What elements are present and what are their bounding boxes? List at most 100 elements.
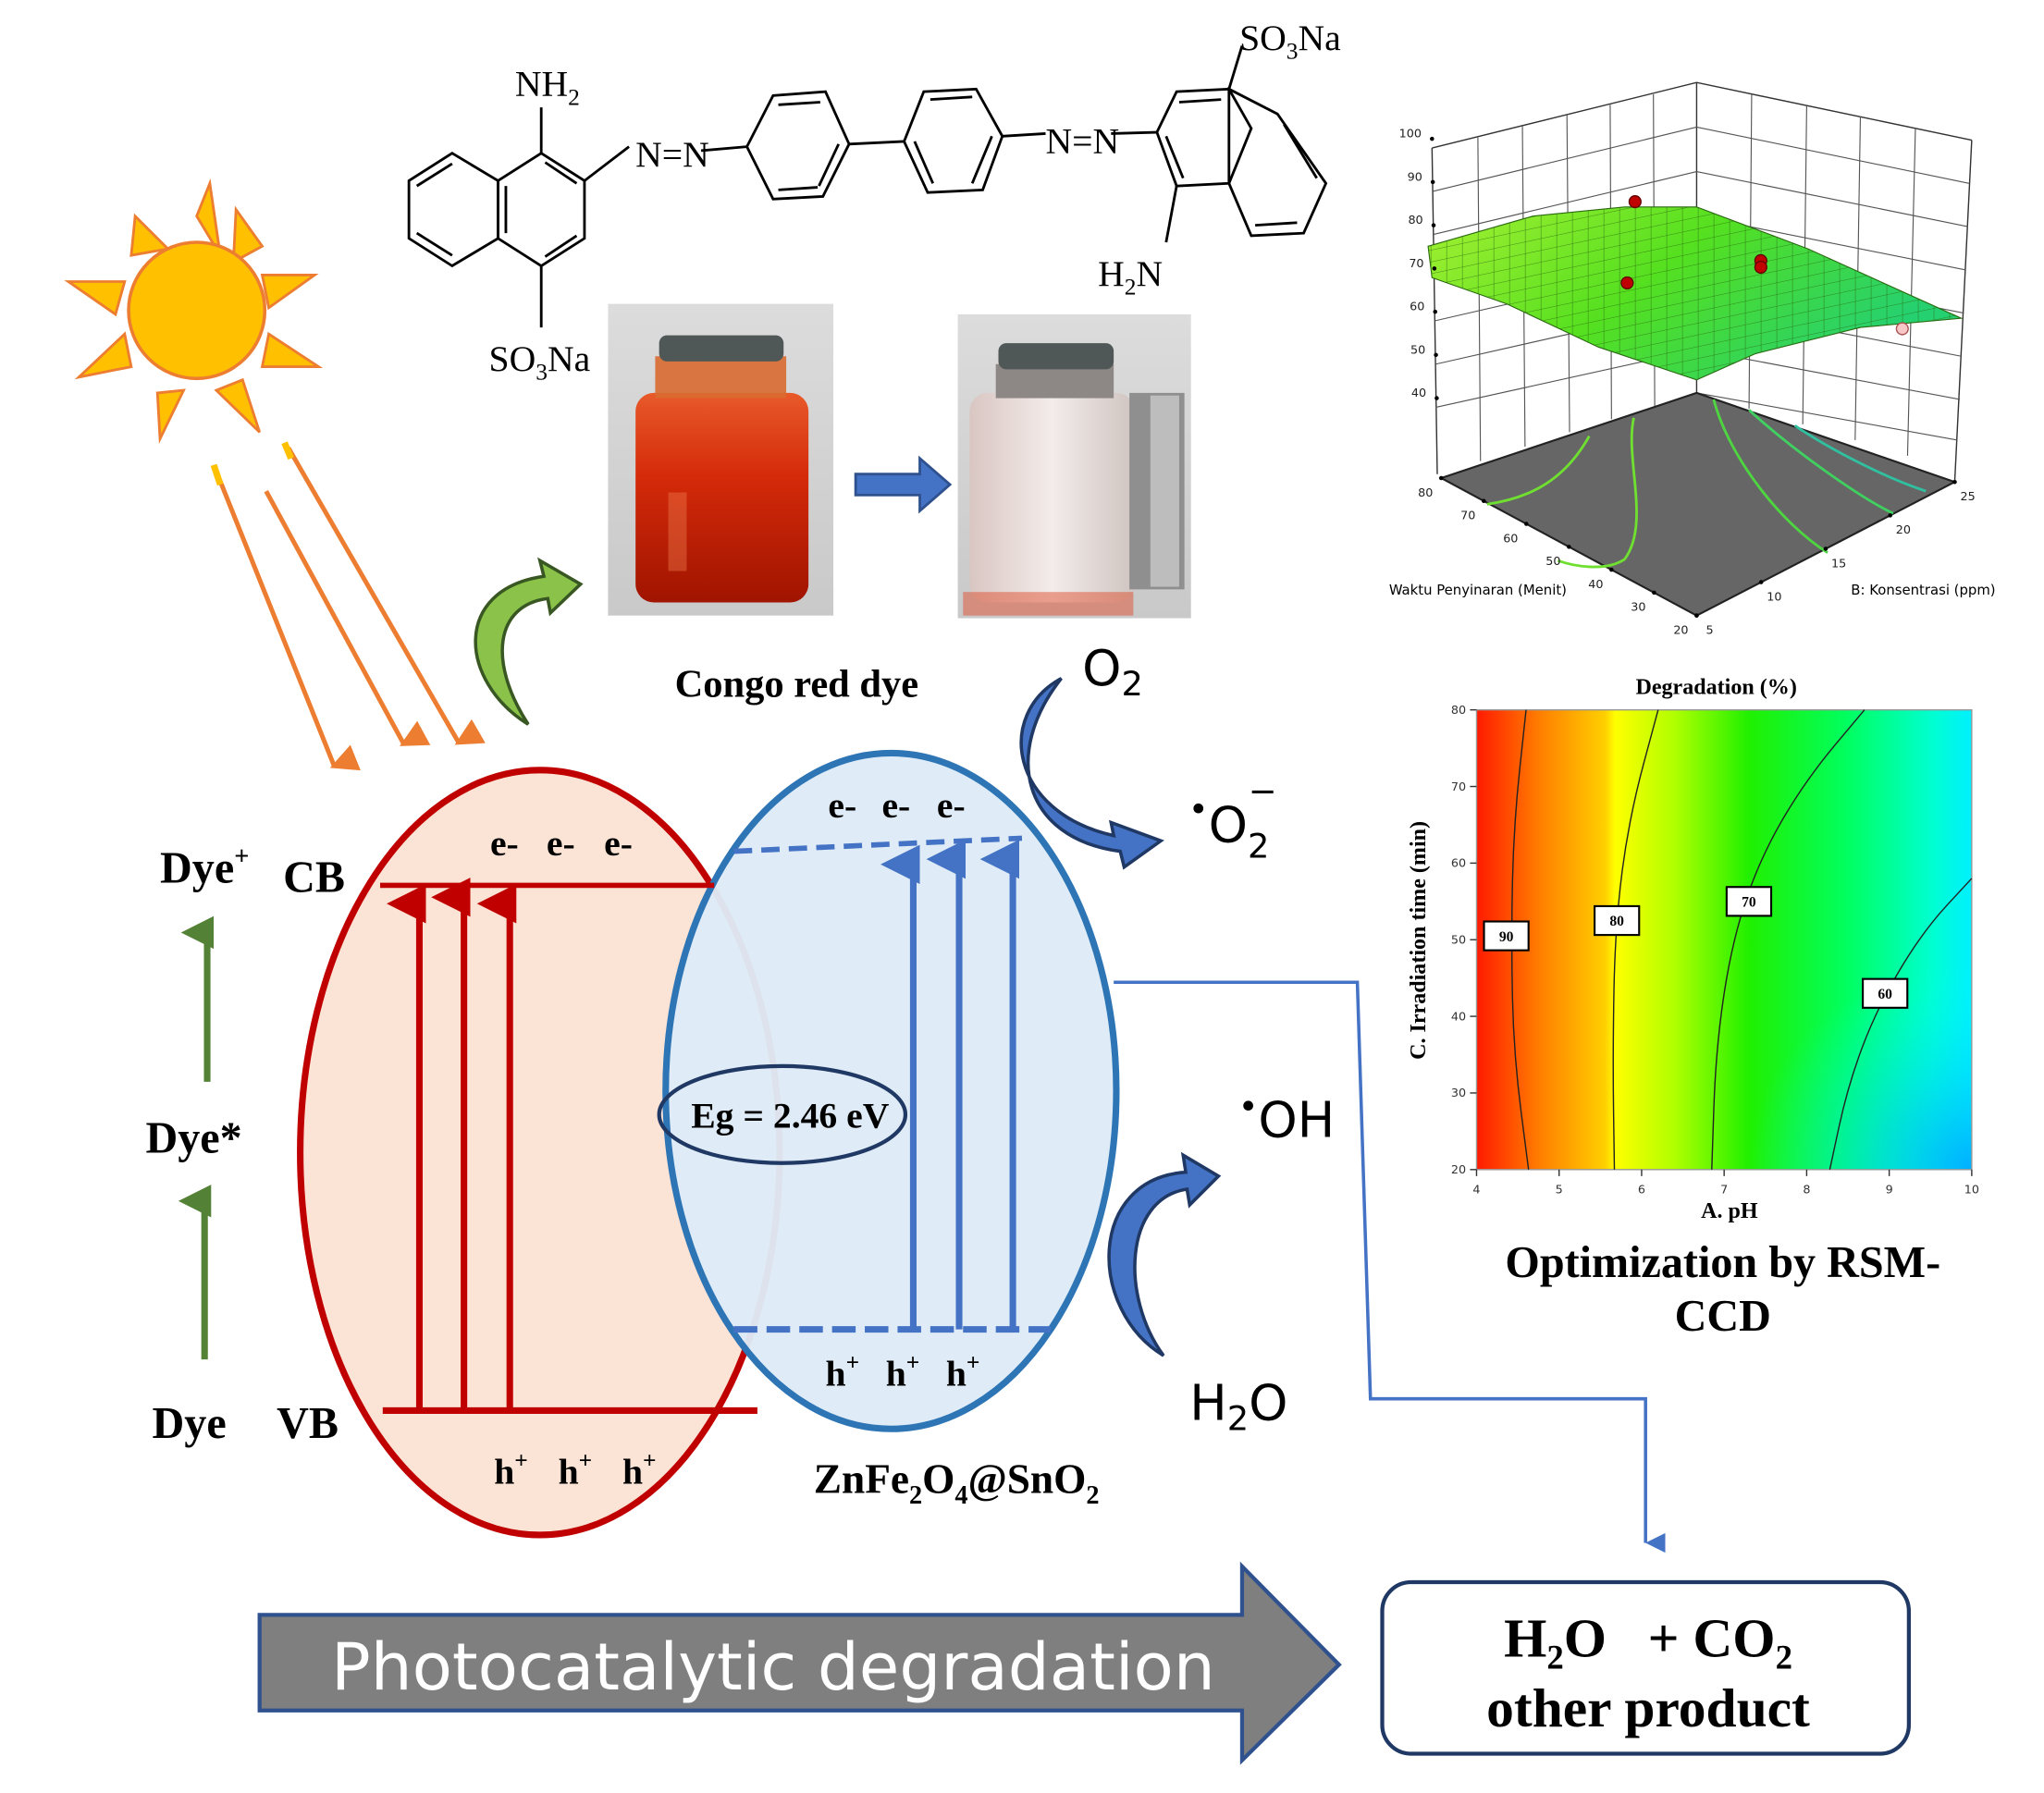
contour-x-tick-label: 5 <box>1556 1183 1563 1197</box>
surface-z-tick-mark <box>1434 352 1438 358</box>
dye-cation-label: Dye+ <box>160 842 249 893</box>
surface-y-tick-label: 5 <box>1706 624 1714 638</box>
contour-y-tick-label: 70 <box>1451 780 1466 794</box>
contour-y-tick-label: 40 <box>1451 1010 1466 1024</box>
surface-x-tick-mark <box>1652 590 1656 596</box>
contour-y-tick-label: 60 <box>1451 857 1466 871</box>
products-line-2: other product <box>1486 1677 1810 1738</box>
curved-arrow-oxygen-icon <box>1019 677 1164 870</box>
amine-label: NH2 <box>515 63 580 110</box>
congo-red-structure <box>407 45 1328 328</box>
cb-label: CB <box>283 854 345 903</box>
light-ray-arrow <box>214 470 361 771</box>
dye-caption: Congo red dye <box>675 663 919 706</box>
sun-icon <box>64 178 324 444</box>
surface-x-tick-label: 30 <box>1631 601 1645 615</box>
contour-x-tick-label: 4 <box>1472 1183 1480 1197</box>
contour-y-axis-label: C. Irradiation time (min) <box>1407 821 1431 1060</box>
surface-z-tick-label: 100 <box>1399 128 1422 141</box>
surface-y-axis-label: B: Konsentrasi (ppm) <box>1851 582 1995 598</box>
hole-label: h+ <box>826 1349 860 1394</box>
contour-x-tick-label: 8 <box>1803 1183 1810 1197</box>
surface-z-tick-mark <box>1430 136 1434 141</box>
design-point <box>1620 276 1634 290</box>
contour-line-90 <box>1510 709 1530 1170</box>
curved-arrow-green-icon <box>474 557 584 726</box>
surface-x-tick-mark <box>1567 545 1571 549</box>
surface-z-tick-mark <box>1432 266 1437 271</box>
contour-line-60 <box>1829 878 1973 1170</box>
process-label: Photocatalytic degradation <box>331 1628 1215 1705</box>
contour-level-label: 70 <box>1742 894 1756 910</box>
hydroxyl-label: •OH <box>1238 1087 1336 1149</box>
sulfonate-label-left: SO3Na <box>489 338 591 386</box>
products-line-1: H2O + CO2 <box>1504 1608 1792 1676</box>
azo-label-left: N=N <box>635 134 709 175</box>
surface-y-tick-label: 10 <box>1767 590 1781 604</box>
contour-level-label: 80 <box>1609 914 1624 929</box>
electron-label: e- <box>828 785 856 826</box>
contour-y-tick-label: 20 <box>1451 1163 1466 1177</box>
surface-x-tick-label: 20 <box>1673 624 1688 638</box>
optimization-caption-line-2: CCD <box>1675 1292 1771 1341</box>
floor-contours <box>1486 399 1927 569</box>
light-rays <box>210 441 486 771</box>
hole-label: h+ <box>946 1349 980 1394</box>
hole-label: h+ <box>622 1447 657 1492</box>
contour-y-tick-label: 30 <box>1451 1087 1466 1100</box>
photo-before-degradation <box>608 303 834 616</box>
surface-y-tick-mark <box>1694 613 1699 618</box>
surface-y-tick-label: 25 <box>1961 490 1976 504</box>
photo-after-degradation <box>957 313 1191 619</box>
water-label: H2O <box>1189 1373 1287 1438</box>
electron-label: e- <box>490 823 519 864</box>
surface-z-tick-mark <box>1431 223 1436 227</box>
surface-y-tick-label: 15 <box>1831 557 1846 571</box>
contour-y-tick-label: 50 <box>1451 933 1466 947</box>
oxygen-label: O2 <box>1082 639 1143 704</box>
contour-label-box <box>1725 886 1773 917</box>
surface-y-tick-mark <box>1758 580 1764 584</box>
contour-x-tick-label: 9 <box>1886 1183 1893 1197</box>
light-ray-arrow <box>264 489 431 746</box>
surface-x-tick-label: 80 <box>1418 486 1433 500</box>
optimization-caption-line-1: Optimization by RSM- <box>1505 1238 1940 1287</box>
surface-z-tick-label: 80 <box>1408 214 1422 227</box>
dye-excited-label: Dye* <box>145 1113 241 1162</box>
surface-z-tick-label: 50 <box>1410 343 1425 357</box>
surface-x-tick-mark <box>1524 522 1529 526</box>
catalyst-cb-dashed <box>733 835 1023 854</box>
band-gap-label: Eg = 2.46 eV <box>691 1095 890 1136</box>
contour-level-label: 60 <box>1878 987 1892 1002</box>
contour-label-box <box>1862 977 1909 1009</box>
electron-label: e- <box>937 785 966 826</box>
light-ray-arrow <box>286 447 486 745</box>
band-gap-ellipse <box>657 1063 908 1165</box>
surface-y-tick-mark <box>1888 513 1892 518</box>
surface-z-tick-label: 70 <box>1409 257 1423 271</box>
sulfonate-label-right: SO3Na <box>1239 18 1341 65</box>
catalyst-label: ZnFe2O4@SnO2 <box>814 1456 1100 1510</box>
dye-ground-label: Dye <box>153 1399 227 1448</box>
contour-level-label: 90 <box>1499 929 1514 945</box>
contour-line-70 <box>1711 709 1865 1170</box>
surface-x-tick-label: 60 <box>1503 532 1518 546</box>
surface-x-tick-mark <box>1438 475 1444 481</box>
amine-label-right: H2N <box>1098 253 1163 301</box>
surface-z-tick-label: 90 <box>1408 170 1422 184</box>
surface-z-tick-label: 60 <box>1410 301 1424 314</box>
surface-x-tick-label: 70 <box>1460 510 1475 523</box>
contour-label-box <box>1483 920 1530 952</box>
products-box: H2O + CO2 other product <box>1380 1579 1912 1756</box>
design-point <box>1754 260 1767 275</box>
process-arrow: Photocatalytic degradation <box>257 1561 1342 1765</box>
surface-z-tick-mark <box>1434 396 1439 400</box>
contour-label-box <box>1594 904 1641 937</box>
contour-x-tick-label: 6 <box>1638 1183 1645 1197</box>
azo-label-right: N=N <box>1045 121 1119 162</box>
surface-x-tick-mark <box>1482 498 1486 504</box>
vb-label: VB <box>277 1399 339 1448</box>
electron-label: e- <box>547 823 575 864</box>
